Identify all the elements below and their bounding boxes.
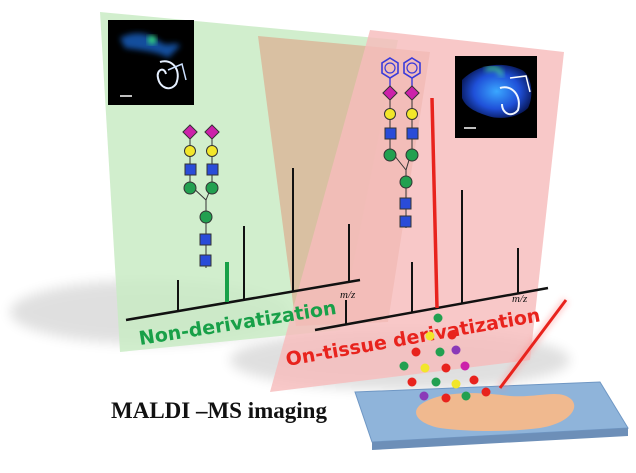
tissue-section: [416, 393, 575, 431]
laser-beam-icon: [496, 297, 570, 391]
right-ion-image: [455, 56, 537, 138]
right-spectrum: m/z: [314, 97, 549, 332]
tissue-slide-icon: [354, 381, 629, 450]
left-glycan-structure-icon: [182, 124, 220, 268]
ion-plume: [399, 313, 491, 403]
right-axis-label: m/z: [512, 293, 528, 305]
left-axis-label: m/z: [340, 289, 356, 301]
left-ion-image: [108, 20, 194, 105]
diagram-title: MALDI –MS imaging: [111, 398, 327, 423]
right-glycan-structure-icon: [381, 57, 421, 228]
left-spectrum: m/z: [125, 168, 361, 322]
